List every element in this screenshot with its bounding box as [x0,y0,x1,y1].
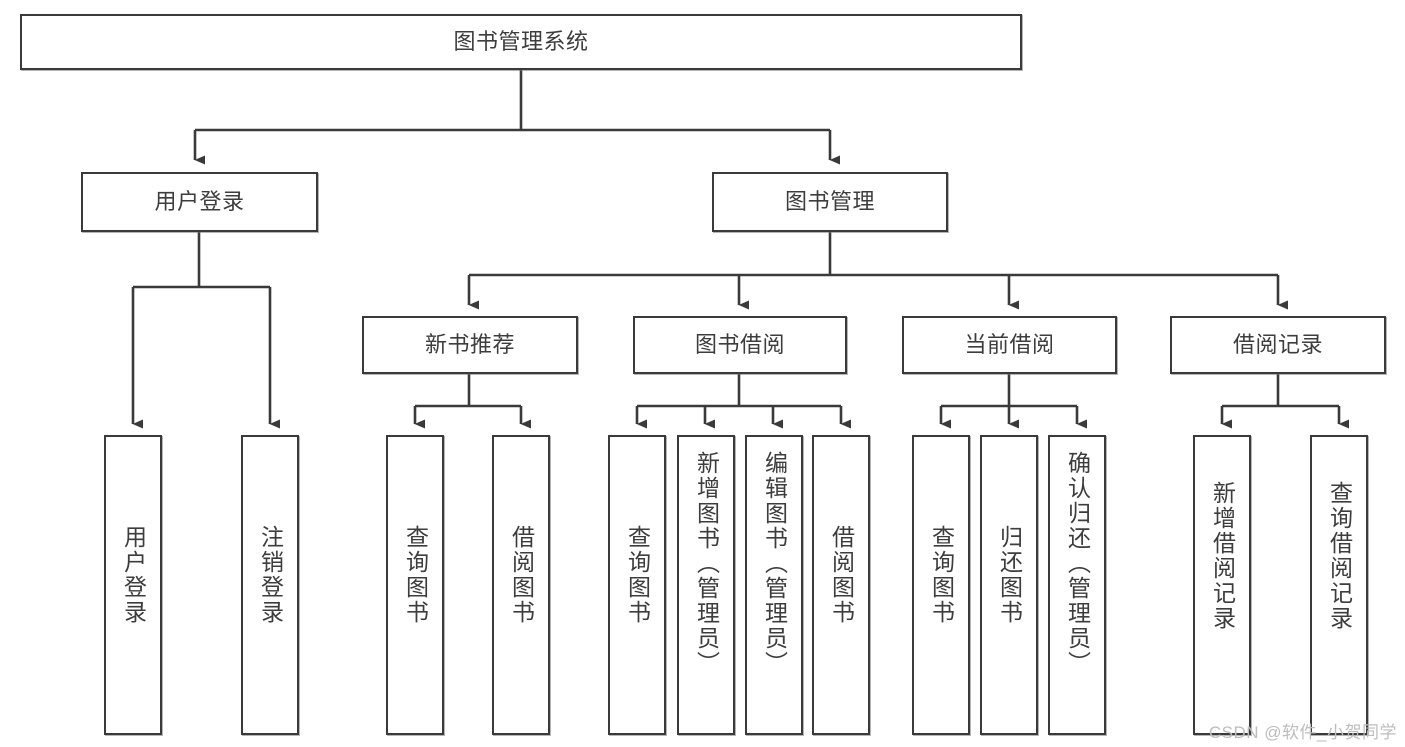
leaf-borrow-book-recommend[interactable]: 借阅图书 [492,435,550,735]
node-label: 当前借阅 [964,332,1055,358]
node-label: 查询借阅记录 [1326,481,1353,631]
leaf-query-book-recommend[interactable]: 查询图书 [386,435,444,735]
leaf-user-login[interactable]: 用户登录 [104,435,162,735]
node-label: 归还图书 [996,525,1023,625]
node-label: 新增图书（管理员） [693,451,720,676]
node-label: 借阅图书 [508,525,535,625]
csdn-watermark: CSDN @软件_小贺同学 [1208,723,1397,742]
node-label: 借阅图书 [828,525,855,625]
leaf-logout[interactable]: 注销登录 [241,435,299,735]
node-label: 借阅记录 [1232,332,1323,358]
leaf-confirm-return-admin[interactable]: 确认归还（管理员） [1048,435,1106,735]
leaf-borrow-book[interactable]: 借阅图书 [812,435,870,735]
leaf-query-book-borrow[interactable]: 查询图书 [608,435,666,735]
node-borrow-record[interactable]: 借阅记录 [1170,316,1386,374]
node-label: 用户登录 [154,189,245,215]
node-label: 编辑图书（管理员） [761,451,788,676]
leaf-add-book-admin[interactable]: 新增图书（管理员） [677,435,735,735]
leaf-edit-book-admin[interactable]: 编辑图书（管理员） [745,435,803,735]
node-label: 新增借阅记录 [1209,481,1236,631]
leaf-return-book[interactable]: 归还图书 [980,435,1038,735]
node-book-borrow[interactable]: 图书借阅 [633,316,847,374]
leaf-query-borrow-record[interactable]: 查询借阅记录 [1310,435,1368,735]
node-label: 查询图书 [928,525,955,625]
node-label: 查询图书 [402,525,429,625]
leaf-query-book-current[interactable]: 查询图书 [912,435,970,735]
node-label: 图书管理 [784,189,875,215]
node-new-book-recommend[interactable]: 新书推荐 [362,316,578,374]
leaf-add-borrow-record[interactable]: 新增借阅记录 [1193,435,1251,735]
node-label: 查询图书 [624,525,651,625]
node-label: 图书借阅 [694,332,785,358]
node-label: 新书推荐 [424,332,515,358]
node-current-borrow[interactable]: 当前借阅 [902,316,1117,374]
node-label: 用户登录 [120,525,147,625]
node-label: 图书管理系统 [453,29,589,55]
node-book-management[interactable]: 图书管理 [712,172,948,232]
node-user-login[interactable]: 用户登录 [81,172,318,232]
node-label: 确认归还（管理员） [1064,451,1091,676]
node-label: 注销登录 [257,525,284,625]
node-root-system[interactable]: 图书管理系统 [20,14,1022,70]
